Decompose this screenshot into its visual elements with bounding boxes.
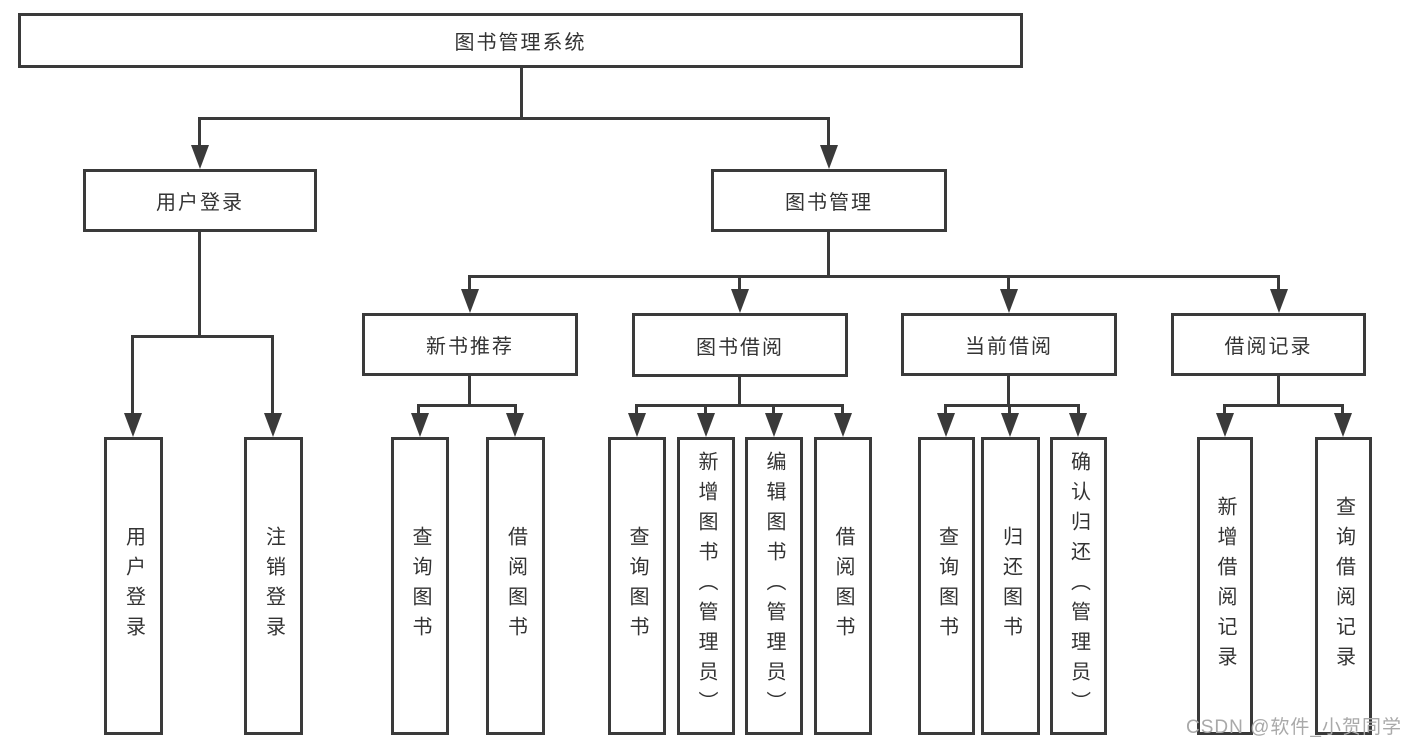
node-label: 查询图书 xyxy=(935,526,958,646)
arrow-down-icon xyxy=(765,413,783,437)
leaf-query-books-recommend: 查询图书 xyxy=(391,437,449,735)
connector-line xyxy=(131,335,274,338)
arrow-down-icon xyxy=(461,289,479,313)
node-label: 图书借阅 xyxy=(696,336,784,359)
leaf-confirm-return-admin: 确认归还（管理员） xyxy=(1050,437,1107,735)
arrow-down-icon xyxy=(506,413,524,437)
node-label: 新增借阅记录 xyxy=(1214,496,1236,676)
leaf-add-book-admin: 新增图书（管理员） xyxy=(677,437,735,735)
leaf-query-borrow-record: 查询借阅记录 xyxy=(1315,437,1372,735)
connector-line xyxy=(271,335,274,415)
node-label: 借阅图书 xyxy=(832,526,854,646)
arrow-down-icon xyxy=(1216,413,1234,437)
connector-line xyxy=(1277,275,1280,291)
connector-line xyxy=(704,404,707,417)
leaf-return-books: 归还图书 xyxy=(981,437,1040,735)
leaf-borrow-books-recommend: 借阅图书 xyxy=(486,437,545,735)
connector-line xyxy=(417,404,420,417)
connector-line xyxy=(772,404,775,417)
connector-line xyxy=(417,404,517,407)
connector-line xyxy=(198,232,201,338)
node-label: 当前借阅 xyxy=(965,336,1053,358)
connector-line xyxy=(1077,404,1080,417)
connector-line xyxy=(1223,404,1226,417)
connector-line xyxy=(1341,404,1344,417)
arrow-down-icon xyxy=(731,289,749,313)
connector-line xyxy=(1007,275,1010,291)
connector-line xyxy=(468,275,471,291)
arrow-down-icon xyxy=(1334,413,1352,437)
node-current-borrowing: 当前借阅 xyxy=(901,313,1117,376)
leaf-borrow-books-borrowing: 借阅图书 xyxy=(814,437,872,735)
connector-line xyxy=(514,404,517,417)
node-borrowing-records: 借阅记录 xyxy=(1171,313,1366,376)
connector-line xyxy=(1008,404,1011,417)
arrow-down-icon xyxy=(264,413,282,437)
node-label: 图书管理 xyxy=(785,192,873,214)
connector-line xyxy=(738,377,741,404)
node-user-login: 用户登录 xyxy=(83,169,317,232)
connector-line xyxy=(635,404,844,407)
connector-line xyxy=(468,376,471,404)
leaf-query-books-borrowing: 查询图书 xyxy=(608,437,666,735)
node-label: 新书推荐 xyxy=(426,336,514,358)
node-label: 确认归还（管理员） xyxy=(1067,451,1090,721)
arrow-down-icon xyxy=(834,413,852,437)
arrow-down-icon xyxy=(1270,289,1288,313)
node-book-management: 图书管理 xyxy=(711,169,947,232)
node-label: 用户登录 xyxy=(122,526,145,646)
node-label: 注销登录 xyxy=(262,526,285,646)
connector-line xyxy=(1223,404,1344,407)
node-label: 编辑图书（管理员） xyxy=(763,451,785,721)
connector-line xyxy=(468,275,1280,278)
arrow-down-icon xyxy=(191,145,209,169)
arrow-down-icon xyxy=(628,413,646,437)
connector-line xyxy=(827,117,830,148)
connector-line xyxy=(198,117,201,148)
node-label: 借阅图书 xyxy=(504,526,527,646)
connector-line xyxy=(1007,376,1010,404)
node-label: 借阅记录 xyxy=(1224,336,1313,358)
arrow-down-icon xyxy=(411,413,429,437)
connector-line xyxy=(944,404,1080,407)
node-label: 归还图书 xyxy=(999,526,1022,646)
arrow-down-icon xyxy=(124,413,142,437)
node-library-management-system: 图书管理系统 xyxy=(18,13,1023,68)
leaf-query-books-current: 查询图书 xyxy=(918,437,975,735)
leaf-logout: 注销登录 xyxy=(244,437,303,735)
connector-line xyxy=(1277,376,1280,404)
watermark: CSDN @软件_小贺同学 xyxy=(1186,717,1402,738)
node-label: 新增图书（管理员） xyxy=(695,451,717,721)
leaf-add-borrow-record: 新增借阅记录 xyxy=(1197,437,1253,735)
node-label: 查询图书 xyxy=(409,526,431,646)
node-label: 图书管理系统 xyxy=(454,32,587,54)
connector-line xyxy=(827,232,830,278)
connector-line xyxy=(198,117,830,120)
arrow-down-icon xyxy=(1000,289,1018,313)
node-label: 查询图书 xyxy=(626,526,648,646)
connector-line xyxy=(635,404,638,417)
node-new-book-recommendation: 新书推荐 xyxy=(362,313,578,376)
arrow-down-icon xyxy=(1069,413,1087,437)
leaf-user-login: 用户登录 xyxy=(104,437,163,735)
node-label: 查询借阅记录 xyxy=(1332,496,1355,676)
node-label: 用户登录 xyxy=(156,192,244,214)
leaf-edit-book-admin: 编辑图书（管理员） xyxy=(745,437,803,735)
node-book-borrowing: 图书借阅 xyxy=(632,313,848,377)
arrow-down-icon xyxy=(937,413,955,437)
connector-line xyxy=(738,275,741,291)
connector-line xyxy=(944,404,947,417)
arrow-down-icon xyxy=(697,413,715,437)
connector-line xyxy=(520,68,523,120)
connector-line xyxy=(131,335,134,415)
arrow-down-icon xyxy=(1001,413,1019,437)
arrow-down-icon xyxy=(820,145,838,169)
connector-line xyxy=(841,404,844,417)
